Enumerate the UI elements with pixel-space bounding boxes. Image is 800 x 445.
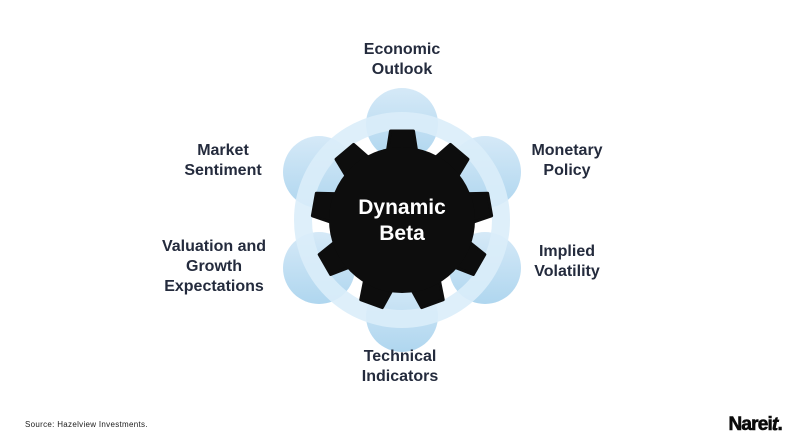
nareit-logo: Nareit.: [728, 414, 783, 436]
node-label-technical-indicators: Technical Indicators: [361, 348, 439, 385]
node-label-valuation-growth-expectations: Valuation and Growth Expectations: [161, 238, 267, 295]
gear-shape: [310, 129, 494, 310]
node-label-implied-volatility: Implied Volatility: [534, 243, 600, 280]
node-label-monetary-policy: Monetary Policy: [531, 142, 603, 179]
center-label-line1: Dynamic: [358, 196, 446, 219]
node-label-economic-outlook: Economic Outlook: [363, 41, 441, 78]
source-attribution: Source: Hazelview Investments.: [25, 420, 148, 429]
center-label-line2: Beta: [379, 222, 425, 245]
nareit-logo-text: Narei: [728, 414, 773, 436]
cycle-ring: [294, 112, 510, 328]
nareit-logo-dot: .: [777, 414, 783, 436]
node-label-market-sentiment: Market Sentiment: [184, 142, 262, 179]
